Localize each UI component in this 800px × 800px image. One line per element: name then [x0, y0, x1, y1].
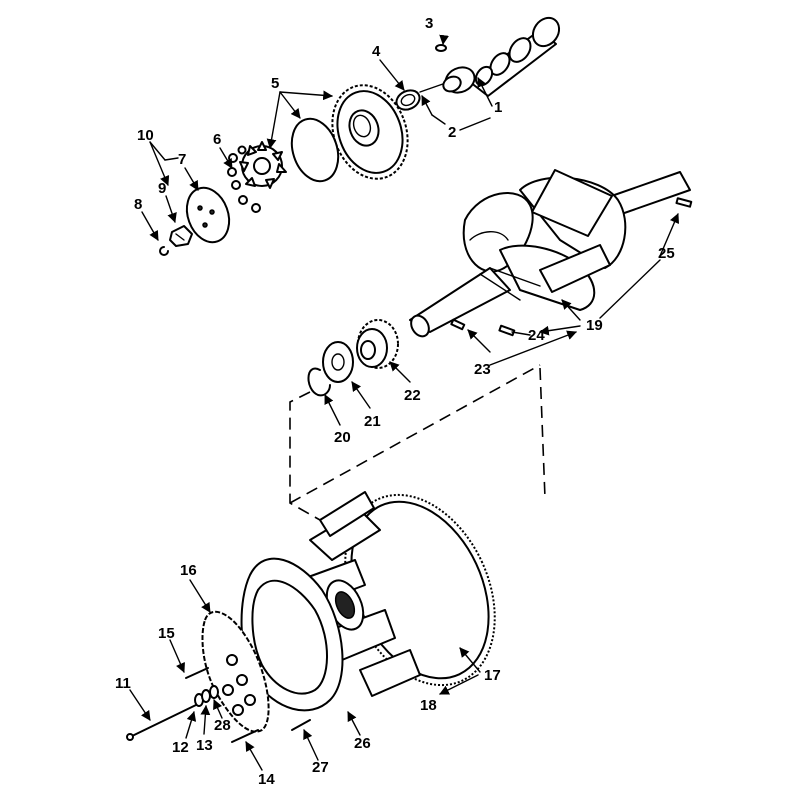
callout-11: 11 — [115, 675, 131, 692]
callout-2: 2 — [448, 124, 456, 141]
thrust-ring — [395, 89, 421, 111]
callout-19: 19 — [586, 317, 603, 334]
long-bolt-11 — [126, 704, 197, 741]
callout-3: 3 — [425, 15, 433, 32]
camshaft-bearing — [442, 66, 476, 94]
governor-bolt — [169, 225, 193, 247]
callout-5: 5 — [271, 75, 279, 92]
screw-14 — [231, 729, 259, 743]
screw-15 — [185, 667, 209, 679]
key-25 — [675, 197, 693, 208]
snap-ring — [307, 367, 331, 397]
callout-21: 21 — [364, 413, 381, 430]
callout-15: 15 — [158, 625, 175, 642]
callout-18: 18 — [420, 697, 437, 714]
leader-lines — [129, 34, 680, 771]
callout-1: 1 — [494, 99, 502, 116]
callout-22: 22 — [404, 387, 421, 404]
callout-10: 10 — [137, 127, 154, 144]
camshaft — [419, 16, 561, 97]
callout-4: 4 — [372, 43, 381, 60]
callout-7: 7 — [178, 151, 186, 168]
callout-14: 14 — [258, 771, 275, 788]
key-24 — [498, 324, 516, 337]
callout-13: 13 — [196, 737, 213, 754]
dashed-reference-outline — [289, 364, 546, 521]
crank-gear — [356, 319, 399, 369]
crankshaft — [409, 169, 691, 338]
flywheel — [299, 491, 496, 697]
flywheel-housing-ring — [240, 557, 344, 712]
callout-23: 23 — [474, 361, 491, 378]
callout-17: 17 — [484, 667, 501, 684]
governor-spider — [239, 141, 287, 189]
callout-24: 24 — [528, 327, 545, 344]
cam-gear — [331, 84, 409, 180]
starter-screen — [201, 610, 270, 733]
gear-plate — [290, 117, 340, 183]
callout-8: 8 — [134, 196, 142, 213]
thrust-washer — [322, 341, 354, 383]
small-key-part-3 — [435, 44, 447, 52]
callout-9: 9 — [158, 180, 166, 197]
callout-labels: 1 2 3 4 5 6 7 8 9 10 11 12 13 14 15 16 1… — [115, 15, 675, 788]
callout-16: 16 — [180, 562, 197, 579]
callout-27: 27 — [312, 759, 329, 776]
retaining-clip-8 — [159, 246, 169, 256]
key-23 — [450, 318, 466, 331]
callout-26: 26 — [354, 735, 371, 752]
callout-12: 12 — [172, 739, 189, 756]
pin-27 — [291, 719, 311, 731]
callout-28: 28 — [214, 717, 231, 734]
callout-25: 25 — [658, 245, 675, 262]
washers-12-13-28 — [194, 685, 219, 707]
callout-20: 20 — [334, 429, 351, 446]
callout-6: 6 — [213, 131, 221, 148]
governor-balls — [227, 145, 261, 213]
